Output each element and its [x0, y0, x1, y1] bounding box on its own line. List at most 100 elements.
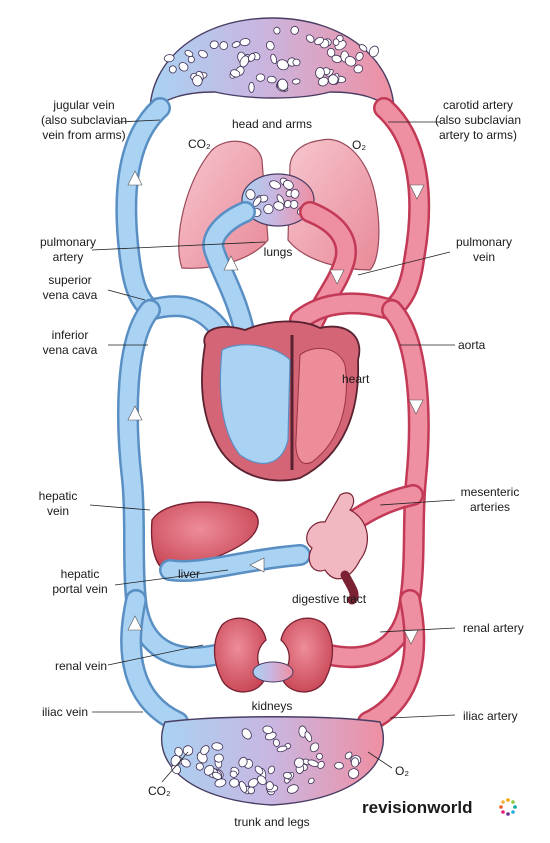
label-pulmonary-vein-1: pulmonary [456, 235, 512, 249]
capillary-cell [231, 41, 241, 48]
label-iliac-vein: iliac vein [42, 705, 88, 719]
label-o2-top: O₂ [352, 138, 366, 152]
label-hepatic-portal-vein-1: hepatic [61, 567, 100, 581]
capillary-cell [282, 771, 292, 780]
lungs [178, 138, 380, 271]
capillary-cell [290, 25, 299, 35]
capillary-cell [168, 65, 177, 74]
capillary-cell [309, 742, 320, 753]
label-hepatic-vein-2: vein [47, 504, 69, 518]
capillary-cell [305, 34, 315, 43]
capillary-cell [239, 780, 248, 793]
capillary-cell [195, 762, 204, 771]
right-lung [287, 138, 380, 271]
capillary-cell [263, 204, 274, 215]
hepatic-portal-vessel [159, 544, 311, 582]
label-heart: heart [342, 372, 370, 386]
capillary-cell [331, 54, 342, 64]
capillary-cell [344, 56, 357, 67]
label-renal-vein: renal vein [55, 659, 107, 673]
capillary-cell [292, 58, 301, 67]
label-mesenteric-arteries-1: mesenteric [461, 485, 520, 499]
arrow-up-pulm-artery [223, 255, 239, 271]
capillary-cell [270, 53, 278, 65]
capillary-cell [265, 41, 275, 51]
leader-lines [89, 119, 456, 783]
capillary-cell [304, 731, 313, 742]
capillary-cell [265, 781, 274, 791]
label-carotid-artery-3: artery to arms) [439, 128, 517, 142]
label-renal-artery: renal artery [463, 621, 524, 635]
label-mesenteric-arteries-2: arteries [470, 500, 510, 514]
arrow-up-jugular [127, 170, 143, 186]
capillary-cell [272, 738, 280, 747]
capillary-cell [316, 753, 323, 760]
capillary-cell [256, 775, 267, 786]
capillary-cell [291, 78, 301, 85]
vena-cava-vessels [116, 295, 231, 611]
capillary-cell [290, 188, 300, 199]
capillary-cell [248, 82, 255, 93]
capillary-cell [332, 38, 340, 46]
capillary-cell [314, 36, 324, 46]
capillary-cell [245, 189, 256, 200]
arrow-up-iliac-vein [127, 615, 143, 631]
label-o2-bottom: O₂ [395, 764, 409, 778]
capillary-cell [211, 742, 224, 751]
capillary-cell [334, 761, 344, 770]
label-head-and-arms: head and arms [232, 117, 312, 131]
label-co2-bottom: CO₂ [148, 784, 171, 798]
label-jugular-vein-3: vein from arms) [42, 128, 125, 142]
capillary-cell [229, 778, 240, 788]
logo-text: revisionworld [362, 798, 473, 817]
flow-arrows [127, 170, 425, 645]
label-kidneys: kidneys [252, 699, 293, 713]
capillary-cell [277, 78, 289, 91]
capillary-cell [209, 40, 219, 49]
capillary-cell [276, 745, 288, 753]
labels: head and arms CO₂ O₂ lungs jugular vein … [39, 98, 524, 829]
label-pulmonary-artery-1: pulmonary [40, 235, 96, 249]
capillary-cell [248, 778, 259, 788]
kidneys [213, 617, 334, 693]
label-jugular-vein-2: (also subclavian [41, 113, 127, 127]
label-liver: liver [178, 567, 200, 581]
capillary-cell [344, 751, 353, 760]
capillary-cell [286, 784, 299, 794]
capillary-cell [178, 62, 189, 72]
capillary-cell [273, 26, 281, 35]
capillary-cell [182, 745, 194, 756]
capillary-cell [203, 764, 215, 776]
capillary-cell [247, 786, 255, 795]
capillary-cell [219, 41, 229, 50]
capillary-cell [327, 74, 339, 85]
capillary-cell [229, 770, 238, 778]
capillary-cell [174, 746, 183, 757]
capillary-cell [283, 179, 294, 190]
arrow-down-carotid [409, 184, 425, 200]
label-inferior-vena-cava-2: vena cava [43, 343, 98, 357]
label-trunk-and-legs: trunk and legs [234, 815, 309, 829]
capillary-cell [163, 54, 175, 63]
upper-veins [115, 97, 171, 321]
trunk-capillary-bed [160, 716, 385, 806]
label-co2-top: CO₂ [188, 137, 211, 151]
capillary-cell [348, 768, 360, 779]
capillary-cell [198, 49, 208, 59]
label-hepatic-vein-1: hepatic [39, 489, 78, 503]
label-hepatic-portal-vein-2: portal vein [52, 582, 107, 596]
label-carotid-artery-2: (also subclavian [435, 113, 521, 127]
capillary-cell [192, 75, 203, 87]
label-iliac-artery: iliac artery [463, 709, 518, 723]
digestive-tract [306, 492, 368, 605]
capillary-cell [239, 55, 250, 68]
arrow-down-aorta [408, 399, 424, 415]
capillary-cell [269, 180, 281, 190]
capillary-cell [180, 758, 191, 768]
arrow-up-cava [127, 405, 143, 421]
capillary-cell [276, 59, 289, 71]
label-lungs: lungs [264, 245, 293, 259]
heart [201, 320, 361, 482]
label-pulmonary-artery-2: artery [53, 250, 84, 264]
